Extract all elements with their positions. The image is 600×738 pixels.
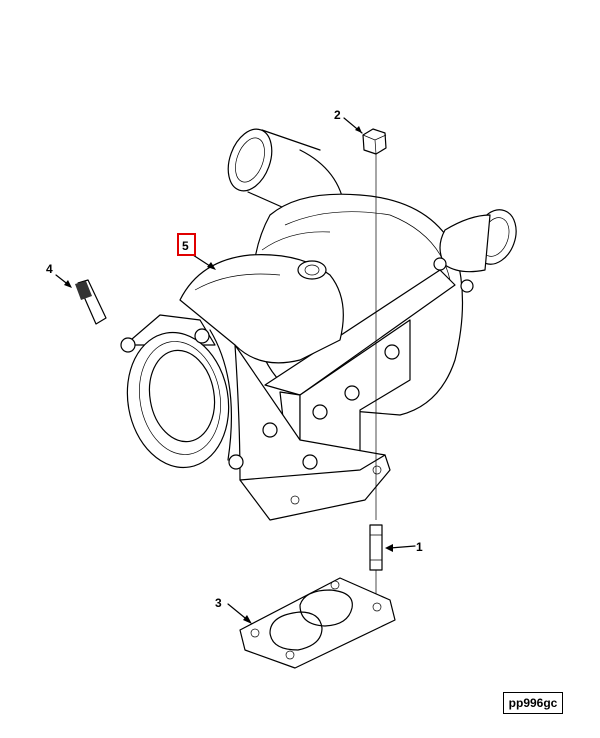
callout-2[interactable]: 2 [334,108,341,122]
part-1-stud [369,524,416,605]
part-5-arrowhead [207,262,216,270]
callout-4[interactable]: 4 [46,262,53,276]
drawing-code-label: pp996gc [503,692,563,714]
callout-5[interactable]: 5 [182,239,189,253]
callout-5-highlight [177,233,196,256]
compressor-housing [179,254,391,521]
callout-3[interactable]: 3 [215,596,222,610]
part-2-nut [343,117,387,520]
actuator-bracket [264,269,456,471]
part-4-decal [55,274,107,325]
compressor-inlet [120,314,318,470]
callout-1[interactable]: 1 [416,540,423,554]
part-3-gasket [227,577,396,669]
compressor-outlet-tube [227,128,346,216]
wastegate-actuator [433,209,517,293]
